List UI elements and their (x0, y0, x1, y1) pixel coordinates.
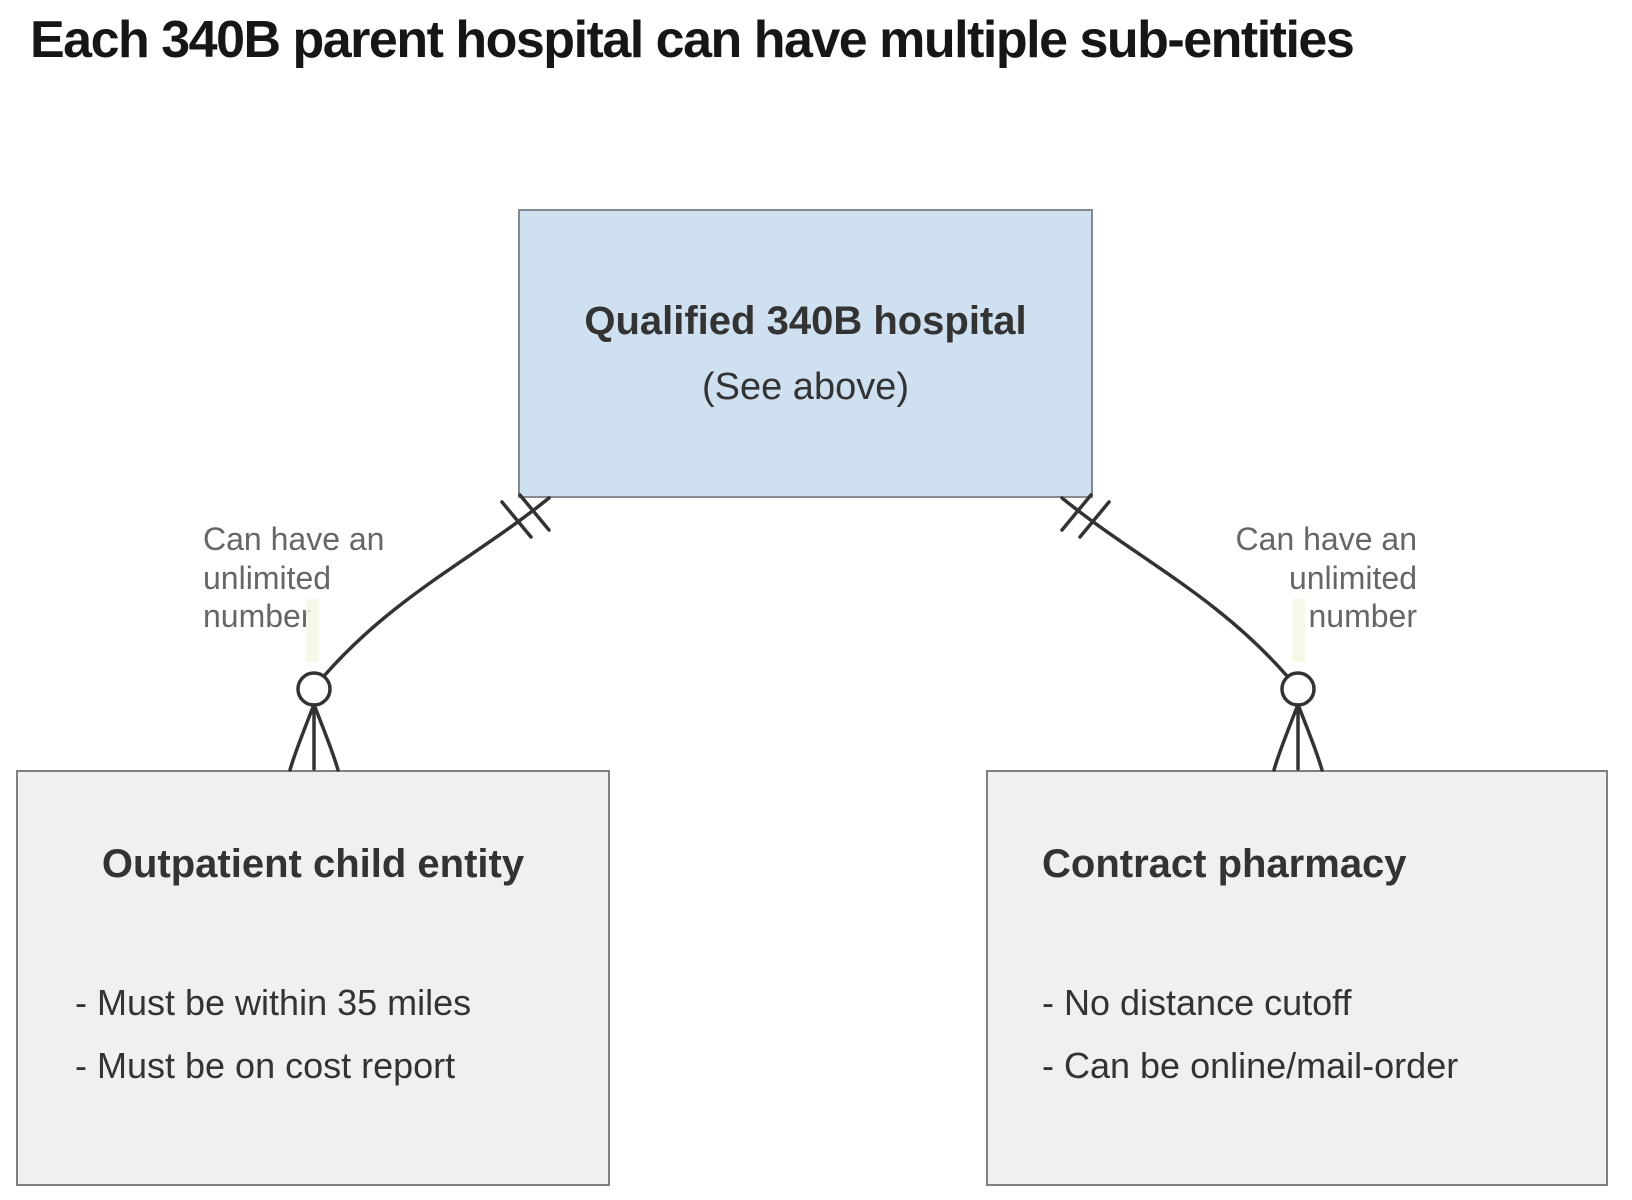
crow-foot-right-outer2 (1297, 705, 1324, 772)
right-box-title: Contract pharmacy (1042, 842, 1407, 886)
cardinality-one-marker-right-1 (1078, 500, 1111, 539)
parent-box-title: Qualified 340B hospital (584, 298, 1027, 343)
left-box-title: Outpatient child entity (101, 842, 525, 886)
edge-label-line: number (1308, 598, 1418, 634)
edge-label-line: Can have an (203, 521, 385, 557)
page-title: Each 340B parent hospital can have multi… (30, 11, 1355, 69)
cardinality-one-marker-right-2 (1060, 493, 1093, 532)
edge-label-left: Can have an unlimited number (203, 520, 384, 636)
node-outpatient-child-entity: Outpatient child entity - Must be within… (16, 770, 610, 1186)
edge-label-right: Can have an unlimited number (1236, 520, 1417, 636)
edge-label-line: unlimited (1288, 559, 1417, 596)
node-contract-pharmacy: Contract pharmacy - No distance cutoff -… (986, 770, 1608, 1186)
crow-foot-right-outer1 (1272, 705, 1299, 772)
bullet-item: - Can be online/mail-order (1042, 1045, 1459, 1086)
bullet-item: - Must be on cost report (75, 1045, 456, 1086)
crow-foot-left-outer2 (313, 705, 340, 772)
edge-label-line: number (203, 598, 312, 634)
cardinality-one-marker-left-1 (500, 500, 533, 539)
node-qualified-340b-hospital: Qualified 340B hospital (See above) (518, 209, 1093, 498)
cardinality-zero-circle-right (1280, 671, 1316, 707)
bullet-item: - Must be within 35 miles (75, 982, 472, 1023)
left-box-bullets: - Must be within 35 miles - Must be on c… (18, 971, 608, 1097)
edge-label-line: Can have an (1235, 521, 1417, 557)
bullet-item: - No distance cutoff (1042, 982, 1352, 1023)
crow-foot-left-outer1 (288, 705, 315, 772)
parent-box-subtitle: (See above) (701, 365, 909, 408)
right-box-bullets: - No distance cutoff - Can be online/mai… (988, 971, 1606, 1097)
cardinality-one-marker-left-2 (518, 493, 551, 532)
cardinality-zero-circle-left (296, 671, 332, 707)
edge-label-line: unlimited (203, 559, 332, 596)
